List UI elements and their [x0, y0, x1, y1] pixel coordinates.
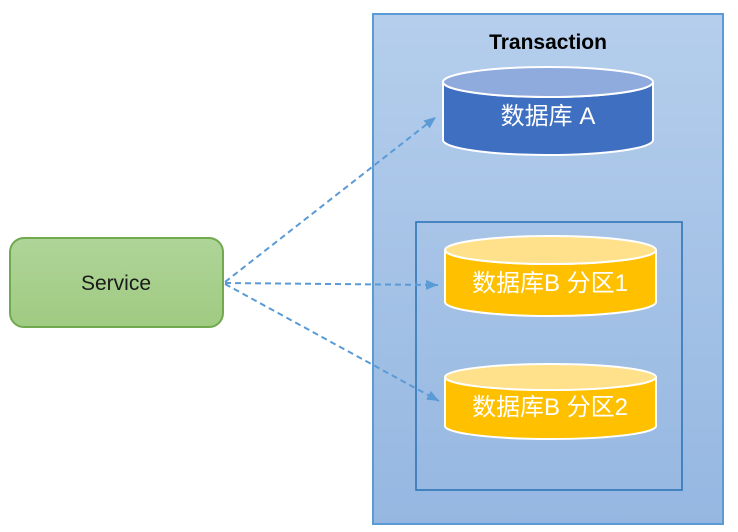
database-a-label: 数据库 A: [501, 103, 596, 130]
database-b1-top: [444, 235, 657, 265]
arrow-service-to-database-b2: [224, 283, 440, 402]
transaction-title: Transaction: [489, 31, 607, 54]
service-label: Service: [81, 272, 151, 295]
database-b1-label: 数据库B 分区1: [472, 270, 628, 297]
arrow-service-to-database-b1: [224, 279, 439, 290]
service-node: Service: [9, 237, 224, 328]
database-a-top: [442, 66, 654, 98]
database-b1-cylinder: 数据库B 分区1: [444, 235, 657, 317]
arrow-service-to-database-a: [224, 116, 437, 283]
partition-group-box: [415, 221, 683, 491]
database-b2-top: [444, 363, 657, 391]
service-box: [9, 237, 224, 328]
database-a-cylinder: 数据库 A: [442, 66, 654, 156]
database-b2-label: 数据库B 分区2: [472, 394, 628, 421]
database-b2-cylinder: 数据库B 分区2: [444, 363, 657, 440]
